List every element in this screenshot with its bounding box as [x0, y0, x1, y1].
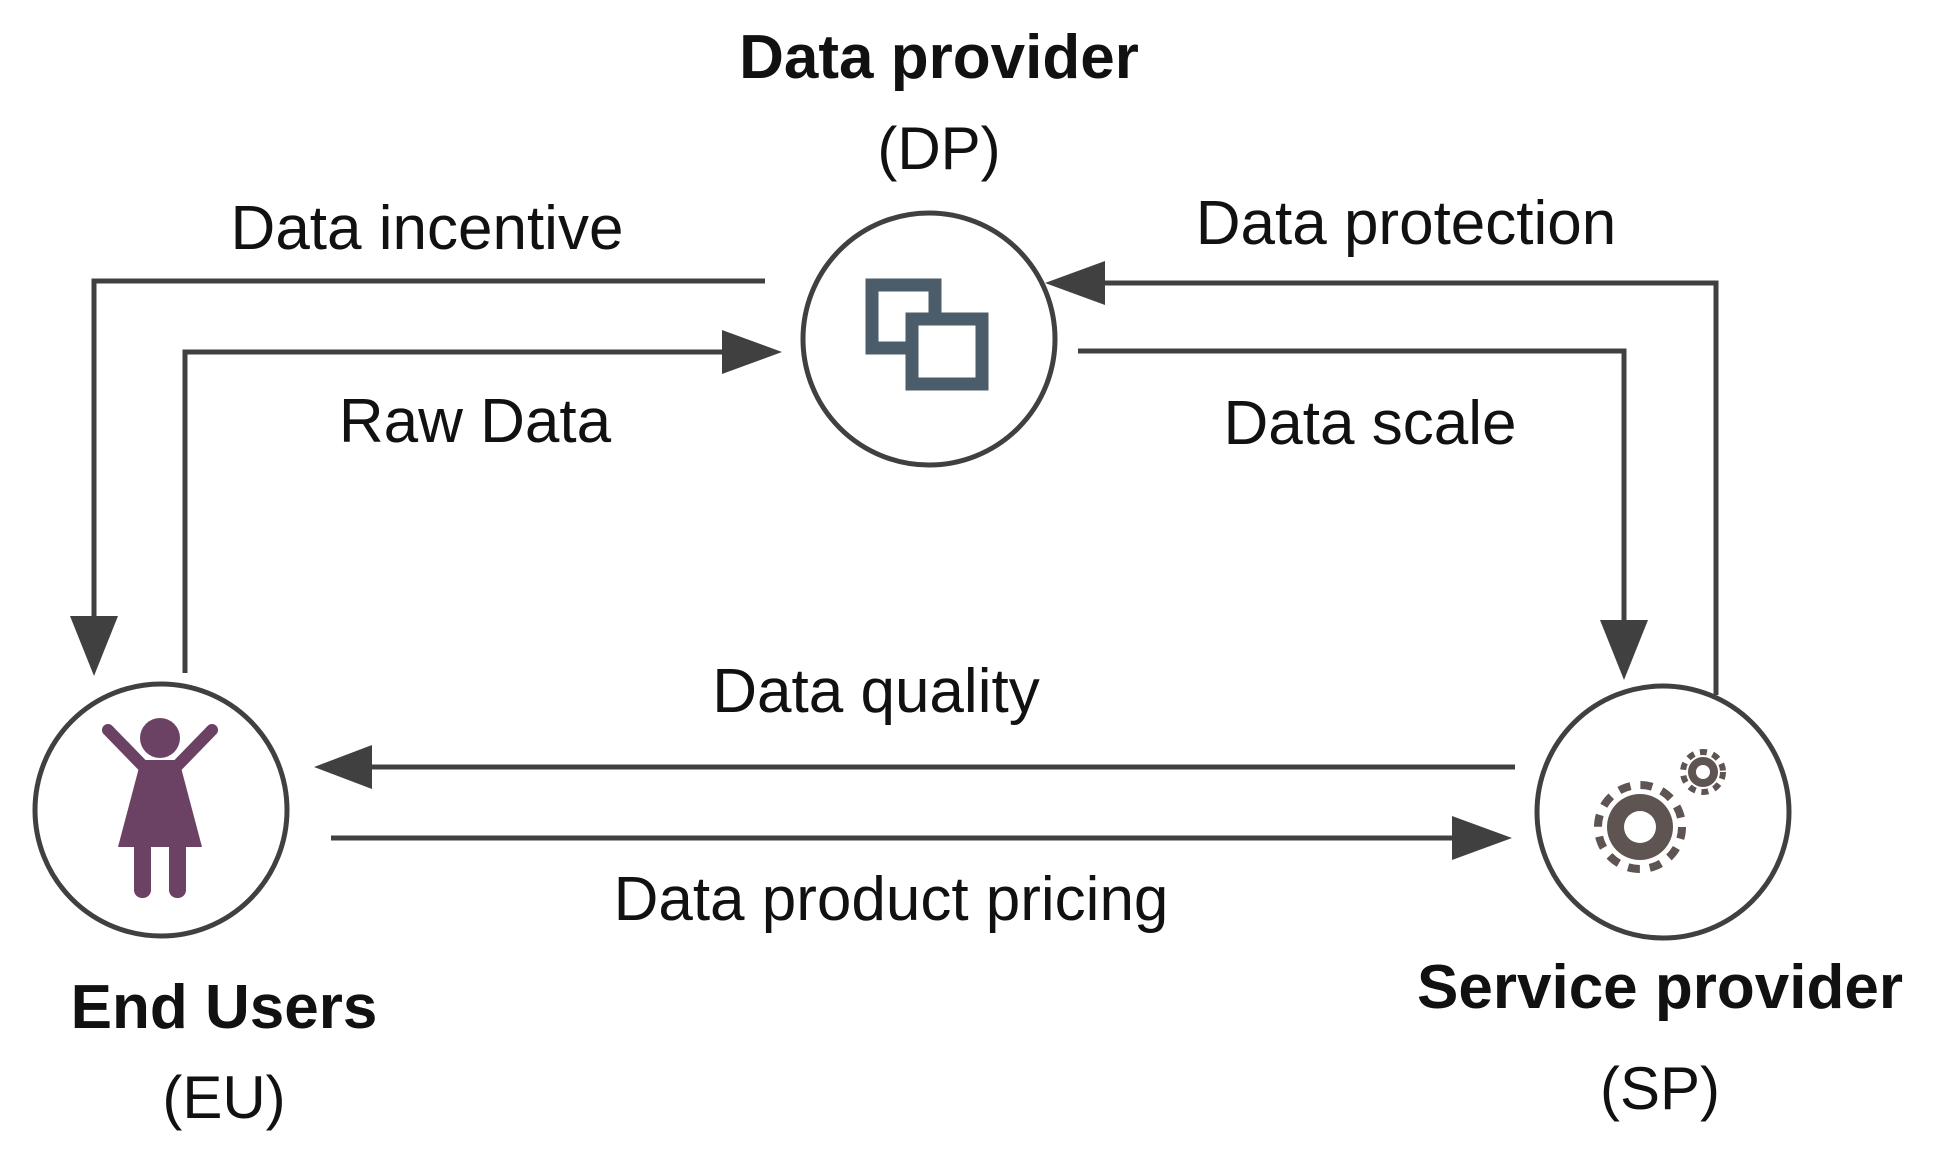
- node-data-provider: [800, 210, 1058, 468]
- node-service-provider: [1534, 683, 1792, 941]
- flow-data-scale: [1078, 348, 1648, 680]
- label-data-quality: Data quality: [712, 657, 1039, 726]
- data-provider-title: Data provider: [739, 23, 1139, 92]
- service-provider-title: Service provider: [1417, 953, 1903, 1022]
- data-provider-abbr: (DP): [877, 115, 1000, 182]
- label-data-scale: Data scale: [1224, 389, 1517, 458]
- flow-data-protection: [1045, 261, 1719, 695]
- label-data-product-pricing: Data product pricing: [614, 865, 1169, 934]
- label-data-protection: Data protection: [1196, 189, 1616, 258]
- end-users-abbr: (EU): [162, 1064, 285, 1131]
- gears-icon: [1594, 749, 1726, 873]
- overlapping-squares-icon: [865, 278, 989, 391]
- person-arms-raised-icon: [102, 718, 218, 898]
- node-end-users: [32, 681, 290, 939]
- service-provider-abbr: (SP): [1600, 1055, 1720, 1122]
- label-data-incentive: Data incentive: [231, 194, 624, 263]
- label-raw-data: Raw Data: [339, 387, 612, 456]
- flow-data-quality: [314, 745, 1515, 789]
- flow-data-incentive: [70, 278, 765, 676]
- end-users-title: End Users: [71, 973, 378, 1042]
- flow-data-product-pricing: [331, 816, 1512, 860]
- flow-raw-data: [182, 330, 782, 673]
